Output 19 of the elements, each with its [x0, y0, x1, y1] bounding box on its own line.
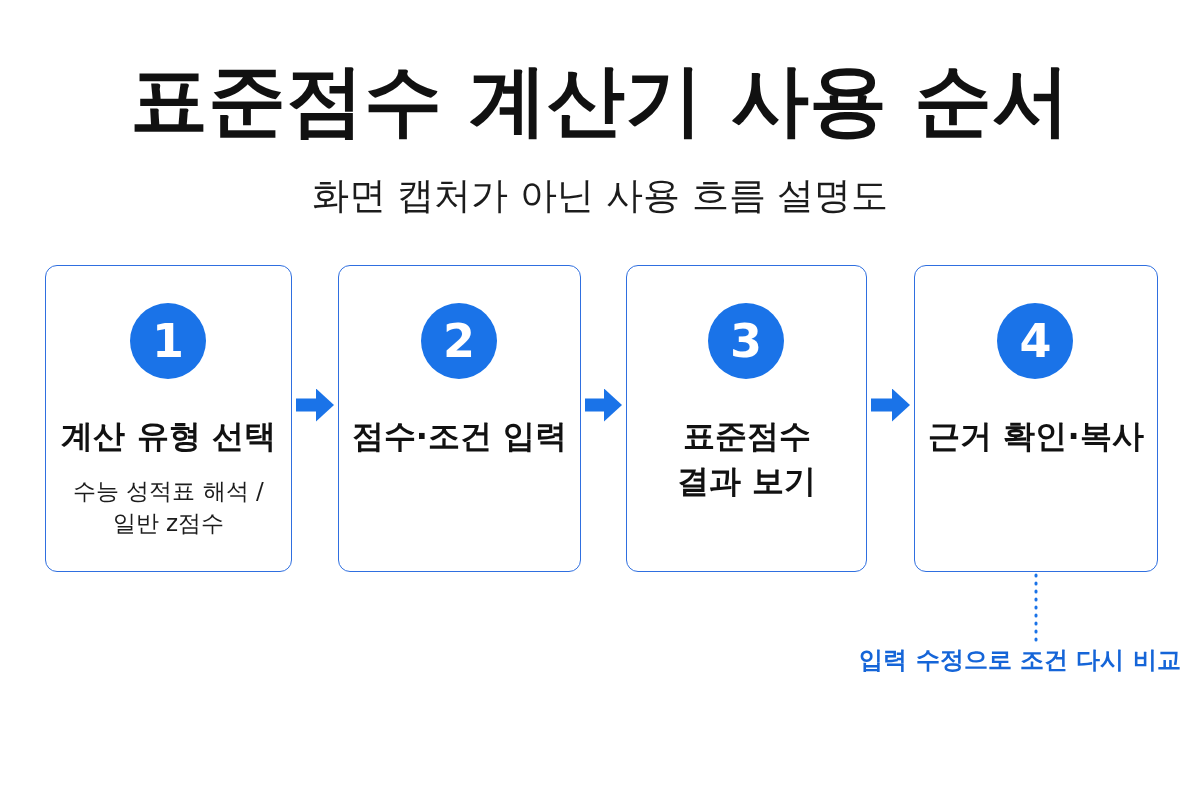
step-title: 점수·조건 입력	[351, 416, 568, 457]
title: 표준점수 계산기 사용 순서	[130, 54, 1070, 147]
step-title: 계산 유형 선택	[61, 416, 276, 457]
arrow	[296, 388, 334, 422]
note-text: 입력 수정으로 조건 다시 비교	[859, 645, 1181, 675]
number-circle: 3	[707, 303, 784, 379]
step-title: 표준점수 결과 보기	[675, 416, 818, 502]
number-circle: 4	[997, 303, 1074, 379]
step-card	[626, 265, 867, 572]
subtitle: 화면 캡처가 아닌 사용 흐름 설명도	[311, 174, 889, 218]
step-title: 근거 확인·복사	[928, 416, 1144, 457]
step-card	[45, 265, 292, 572]
number-circle: 1	[129, 303, 206, 379]
arrow	[585, 388, 622, 422]
step-description: 수능 성적표 해석 / 일반 z점수	[72, 477, 265, 538]
arrow	[871, 388, 910, 422]
number-circle: 2	[420, 303, 497, 379]
step-card	[914, 265, 1158, 572]
step-card	[338, 265, 581, 572]
